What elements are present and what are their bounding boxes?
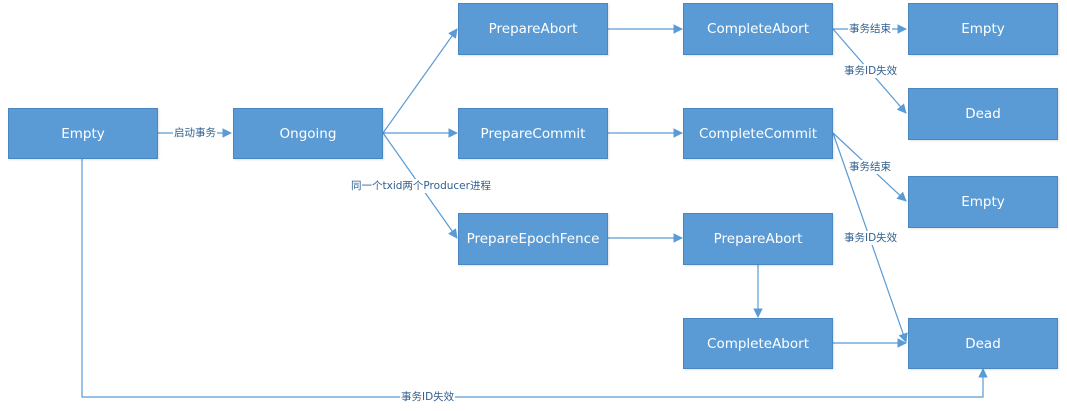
edge-empty-to-dead [81,159,988,398]
node-complete-abort: CompleteAbort [683,3,833,55]
node-prepare-commit: PrepareCommit [458,108,608,159]
node-empty-start: Empty [8,108,158,159]
node-dead-after-abort: Dead [908,88,1058,140]
node-empty-after-abort: Empty [908,3,1058,55]
node-prepare-epoch-fence: PrepareEpochFence [458,213,608,265]
node-empty-after-commit: Empty [908,176,1058,228]
label-same-txid-two-producers: 同一个txid两个Producer进程 [350,179,492,193]
label-abort-id-expired: 事务ID失效 [843,64,899,78]
node-ongoing: Ongoing [233,108,383,159]
node-dead-final: Dead [908,318,1058,369]
label-empty-id-expired: 事务ID失效 [400,390,456,404]
label-abort-txn-end: 事务结束 [848,22,892,36]
node-complete-commit: CompleteCommit [683,108,833,159]
label-commit-id-expired: 事务ID失效 [843,231,899,245]
node-fence-prepare-abort: PrepareAbort [683,213,833,265]
node-fence-complete-abort: CompleteAbort [683,318,833,369]
label-start-transaction: 启动事务 [173,126,217,140]
edge-ongoing-to-prepare-abort [382,28,458,134]
label-commit-txn-end: 事务结束 [848,160,892,174]
node-prepare-abort: PrepareAbort [458,3,608,55]
